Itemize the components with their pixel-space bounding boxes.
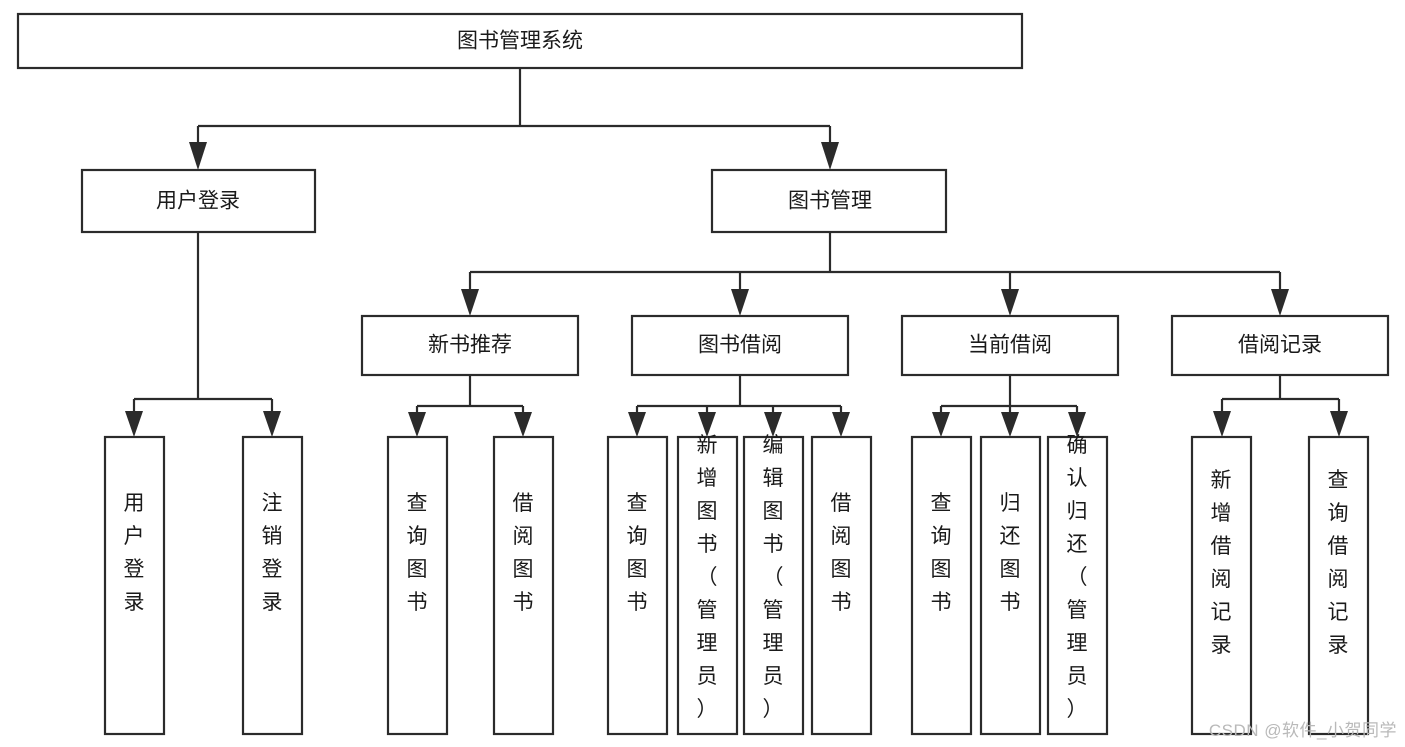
- node-leaf-bb-add-book[interactable]: 新增图书（管理员）: [676, 434, 739, 736]
- node-book-borrow-box[interactable]: [630, 314, 850, 377]
- node-leaf-bb-edit-book-box[interactable]: [742, 435, 805, 736]
- arrow-head-leaf-cb-return: [1001, 412, 1019, 437]
- connector-group-new-book-to-leaves: [408, 375, 532, 437]
- node-borrow-record[interactable]: 借阅记录: [1170, 314, 1390, 377]
- node-leaf-user-login-box[interactable]: [103, 435, 166, 736]
- node-leaf-br-query-record-box[interactable]: [1307, 435, 1370, 736]
- arrow-head-user-login: [189, 142, 207, 170]
- node-leaf-bb-add-book-label: 新增图书（管理员）: [697, 434, 718, 721]
- arrow-head-leaf-br-query: [1330, 411, 1348, 437]
- node-leaf-logout[interactable]: 注销登录: [241, 435, 304, 736]
- arrow-head-borrow-record: [1271, 289, 1289, 316]
- node-leaf-user-login-label: 用户登录: [124, 492, 145, 614]
- node-root-system-box[interactable]: [16, 12, 1024, 70]
- node-leaf-bb-query-book-label: 查询图书: [627, 492, 648, 614]
- node-leaf-cb-confirm-return-box[interactable]: [1046, 435, 1109, 736]
- node-leaf-bb-borrow-book-box[interactable]: [810, 435, 873, 736]
- node-leaf-cb-query-book-label: 查询图书: [931, 492, 952, 614]
- node-root-system-label: 图书管理系统: [457, 30, 583, 53]
- node-leaf-br-query-record[interactable]: 查询借阅记录: [1307, 435, 1370, 736]
- node-leaf-cb-return-book-label: 归还图书: [1000, 492, 1021, 614]
- arrow-head-leaf-bb-edit: [764, 412, 782, 437]
- arrow-head-leaf-nb-query: [408, 412, 426, 437]
- node-leaf-cb-confirm-return-label: 确认归还（管理员）: [1067, 434, 1088, 721]
- node-leaf-br-query-record-label: 查询借阅记录: [1328, 469, 1349, 657]
- node-new-book-recommend[interactable]: 新书推荐: [360, 314, 580, 377]
- arrow-head-leaf-bb-borrow: [832, 412, 850, 437]
- node-user-login-label: 用户登录: [156, 190, 240, 213]
- node-leaf-logout-label: 注销登录: [262, 492, 283, 614]
- arrow-head-new-book: [461, 289, 479, 316]
- node-leaf-br-add-record-box[interactable]: [1190, 435, 1253, 736]
- node-leaf-nb-borrow-book-label: 借阅图书: [513, 492, 534, 614]
- arrow-head-book-borrow: [731, 289, 749, 316]
- node-leaf-nb-query-book-label: 查询图书: [407, 492, 428, 614]
- node-leaf-bb-query-book[interactable]: 查询图书: [606, 435, 669, 736]
- node-leaf-bb-edit-book-label: 编辑图书（管理员）: [763, 434, 784, 721]
- node-user-login-box[interactable]: [80, 168, 317, 234]
- arrow-head-leaf-logout: [263, 411, 281, 437]
- node-book-manage[interactable]: 图书管理: [710, 168, 948, 234]
- node-leaf-logout-box[interactable]: [241, 435, 304, 736]
- arrow-head-leaf-nb-borrow: [514, 412, 532, 437]
- node-leaf-cb-confirm-return[interactable]: 确认归还（管理员）: [1046, 434, 1109, 736]
- node-current-borrow[interactable]: 当前借阅: [900, 314, 1120, 377]
- node-leaf-nb-query-book-box[interactable]: [386, 435, 449, 736]
- node-borrow-record-box[interactable]: [1170, 314, 1390, 377]
- node-current-borrow-box[interactable]: [900, 314, 1120, 377]
- arrow-head-leaf-bb-add: [698, 412, 716, 437]
- node-book-manage-label: 图书管理: [788, 190, 872, 213]
- connector-group-book-borrow-to-leaves: [628, 375, 850, 437]
- node-leaf-cb-return-book[interactable]: 归还图书: [979, 435, 1042, 736]
- csdn-watermark: CSDN @软件_小贺同学: [1208, 721, 1397, 740]
- node-leaf-bb-edit-book[interactable]: 编辑图书（管理员）: [742, 434, 805, 736]
- arrow-head-leaf-cb-confirm: [1068, 412, 1086, 437]
- arrow-head-leaf-bb-query: [628, 412, 646, 437]
- node-leaf-bb-add-book-box[interactable]: [676, 435, 739, 736]
- node-user-login[interactable]: 用户登录: [80, 168, 317, 234]
- node-leaf-nb-borrow-book-box[interactable]: [492, 435, 555, 736]
- arrow-head-leaf-cb-query: [932, 412, 950, 437]
- arrow-head-leaf-br-add: [1213, 411, 1231, 437]
- node-book-manage-box[interactable]: [710, 168, 948, 234]
- node-leaf-user-login[interactable]: 用户登录: [103, 435, 166, 736]
- node-borrow-record-label: 借阅记录: [1238, 334, 1322, 357]
- node-current-borrow-label: 当前借阅: [968, 334, 1052, 357]
- node-leaf-bb-query-book-box[interactable]: [606, 435, 669, 736]
- node-leaf-br-add-record-label: 新增借阅记录: [1211, 469, 1232, 657]
- connector-group-root-to-level2: [189, 68, 839, 170]
- arrow-head-book-manage: [821, 142, 839, 170]
- node-leaf-cb-return-book-box[interactable]: [979, 435, 1042, 736]
- node-new-book-recommend-label: 新书推荐: [428, 334, 512, 357]
- connector-group-user-login-to-leaves: [125, 232, 281, 437]
- node-new-book-recommend-box[interactable]: [360, 314, 580, 377]
- node-root-system[interactable]: 图书管理系统: [16, 12, 1024, 70]
- connector-group-book-manage-to-level3: [461, 232, 1289, 316]
- node-leaf-nb-query-book[interactable]: 查询图书: [386, 435, 449, 736]
- arrow-head-current-borrow: [1001, 289, 1019, 316]
- node-leaf-cb-query-book[interactable]: 查询图书: [910, 435, 973, 736]
- node-book-borrow[interactable]: 图书借阅: [630, 314, 850, 377]
- node-leaf-nb-borrow-book[interactable]: 借阅图书: [492, 435, 555, 736]
- arrow-head-leaf-user-login: [125, 411, 143, 437]
- connector-group-current-borrow-to-leaves: [932, 375, 1086, 437]
- connector-group-borrow-record-to-leaves: [1213, 375, 1348, 437]
- node-leaf-cb-query-book-box[interactable]: [910, 435, 973, 736]
- node-leaf-br-add-record[interactable]: 新增借阅记录: [1190, 435, 1253, 736]
- node-book-borrow-label: 图书借阅: [698, 334, 782, 357]
- node-leaf-bb-borrow-book[interactable]: 借阅图书: [810, 435, 873, 736]
- node-leaf-bb-borrow-book-label: 借阅图书: [831, 492, 852, 614]
